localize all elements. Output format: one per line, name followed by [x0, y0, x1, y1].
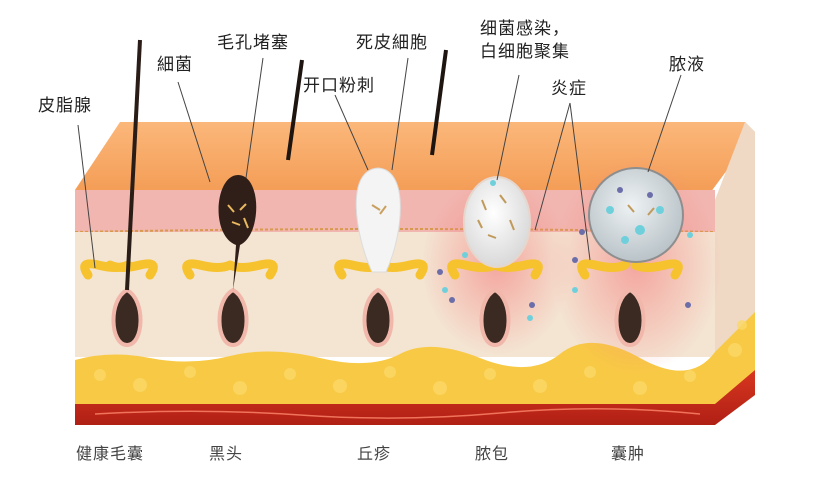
label-bacteria: 細菌	[157, 55, 193, 75]
hair-strand	[430, 49, 448, 156]
fat-layer	[75, 312, 755, 405]
muscle-layer	[75, 370, 755, 425]
follicle-papule	[334, 167, 428, 348]
stage-label-blackhead: 黑头	[209, 444, 244, 463]
stage-label-cyst: 囊肿	[611, 444, 646, 463]
follicle-healthy	[80, 39, 158, 348]
label-open-comedone: 开口粉刺	[303, 76, 375, 96]
label-dead-skin-cells: 死皮細胞	[356, 33, 428, 53]
label-infection-line2: 白细胞聚集	[480, 42, 570, 62]
label-inflammation: 炎症	[551, 79, 587, 99]
stage-label-healthy: 健康毛囊	[76, 444, 145, 463]
label-pus: 脓液	[669, 55, 705, 75]
stage-label-papule: 丘疹	[357, 444, 392, 463]
leader-lines	[77, 57, 682, 269]
follicle-blackhead	[182, 175, 278, 348]
label-pore-clog: 毛孔堵塞	[217, 33, 289, 53]
follicle-cyst	[572, 167, 693, 348]
stage-label-pustule: 脓包	[475, 444, 510, 463]
hair-strand	[286, 59, 304, 161]
label-infection-line1: 细菌感染，	[480, 19, 570, 39]
follicle-pustule	[437, 176, 543, 348]
label-sebaceous-gland: 皮脂腺	[38, 96, 92, 116]
